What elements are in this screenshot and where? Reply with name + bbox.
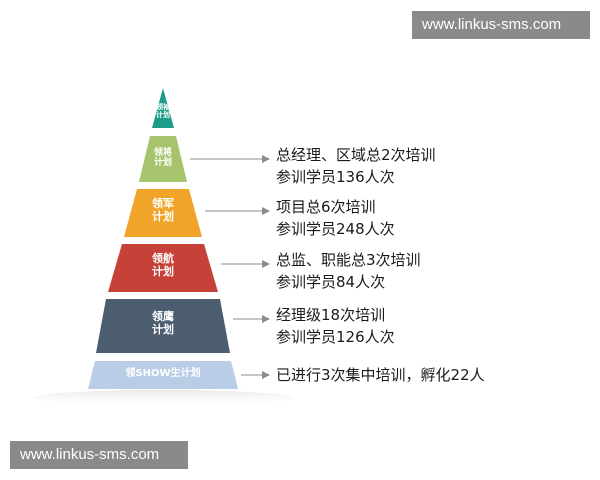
tier-5-label: 领鹰 计划 xyxy=(152,310,174,336)
watermark-bottom: www.linkus-sms.com xyxy=(10,441,188,469)
arrow-head-2 xyxy=(262,155,270,163)
tier-6-shape xyxy=(88,361,238,389)
pyramid-shadow xyxy=(33,390,293,406)
tier-1-label: 领袖 计划 xyxy=(156,103,170,120)
tier-1-shape xyxy=(152,88,174,128)
tier-2-description: 总经理、区域总2次培训 参训学员136人次 xyxy=(276,146,436,186)
tier-3-description: 项目总6次培训 参训学员248人次 xyxy=(276,198,395,238)
tier-3-shape xyxy=(124,189,202,237)
tier-3-label: 领军 计划 xyxy=(152,197,174,223)
tier-4-description: 总监、职能总3次培训 参训学员84人次 xyxy=(276,251,421,291)
tier-5-description: 经理级18次培训 参训学员126人次 xyxy=(276,306,395,346)
tier-6-description: 已进行3次集中培训，孵化22人 xyxy=(276,366,485,384)
tier-2-label: 领将 计划 xyxy=(153,148,172,169)
arrow-head-6 xyxy=(262,371,270,379)
arrow-head-3 xyxy=(262,207,270,215)
tier-2-shape xyxy=(139,136,187,182)
arrow-head-5 xyxy=(262,315,270,323)
watermark-top: www.linkus-sms.com xyxy=(412,11,590,39)
arrow-head-4 xyxy=(262,260,270,268)
tier-5-shape xyxy=(96,299,230,353)
tier-4-label: 领航 计划 xyxy=(152,252,174,278)
tier-6-label: 领SHOW生计划 xyxy=(125,368,201,379)
tier-4-shape xyxy=(108,244,218,292)
